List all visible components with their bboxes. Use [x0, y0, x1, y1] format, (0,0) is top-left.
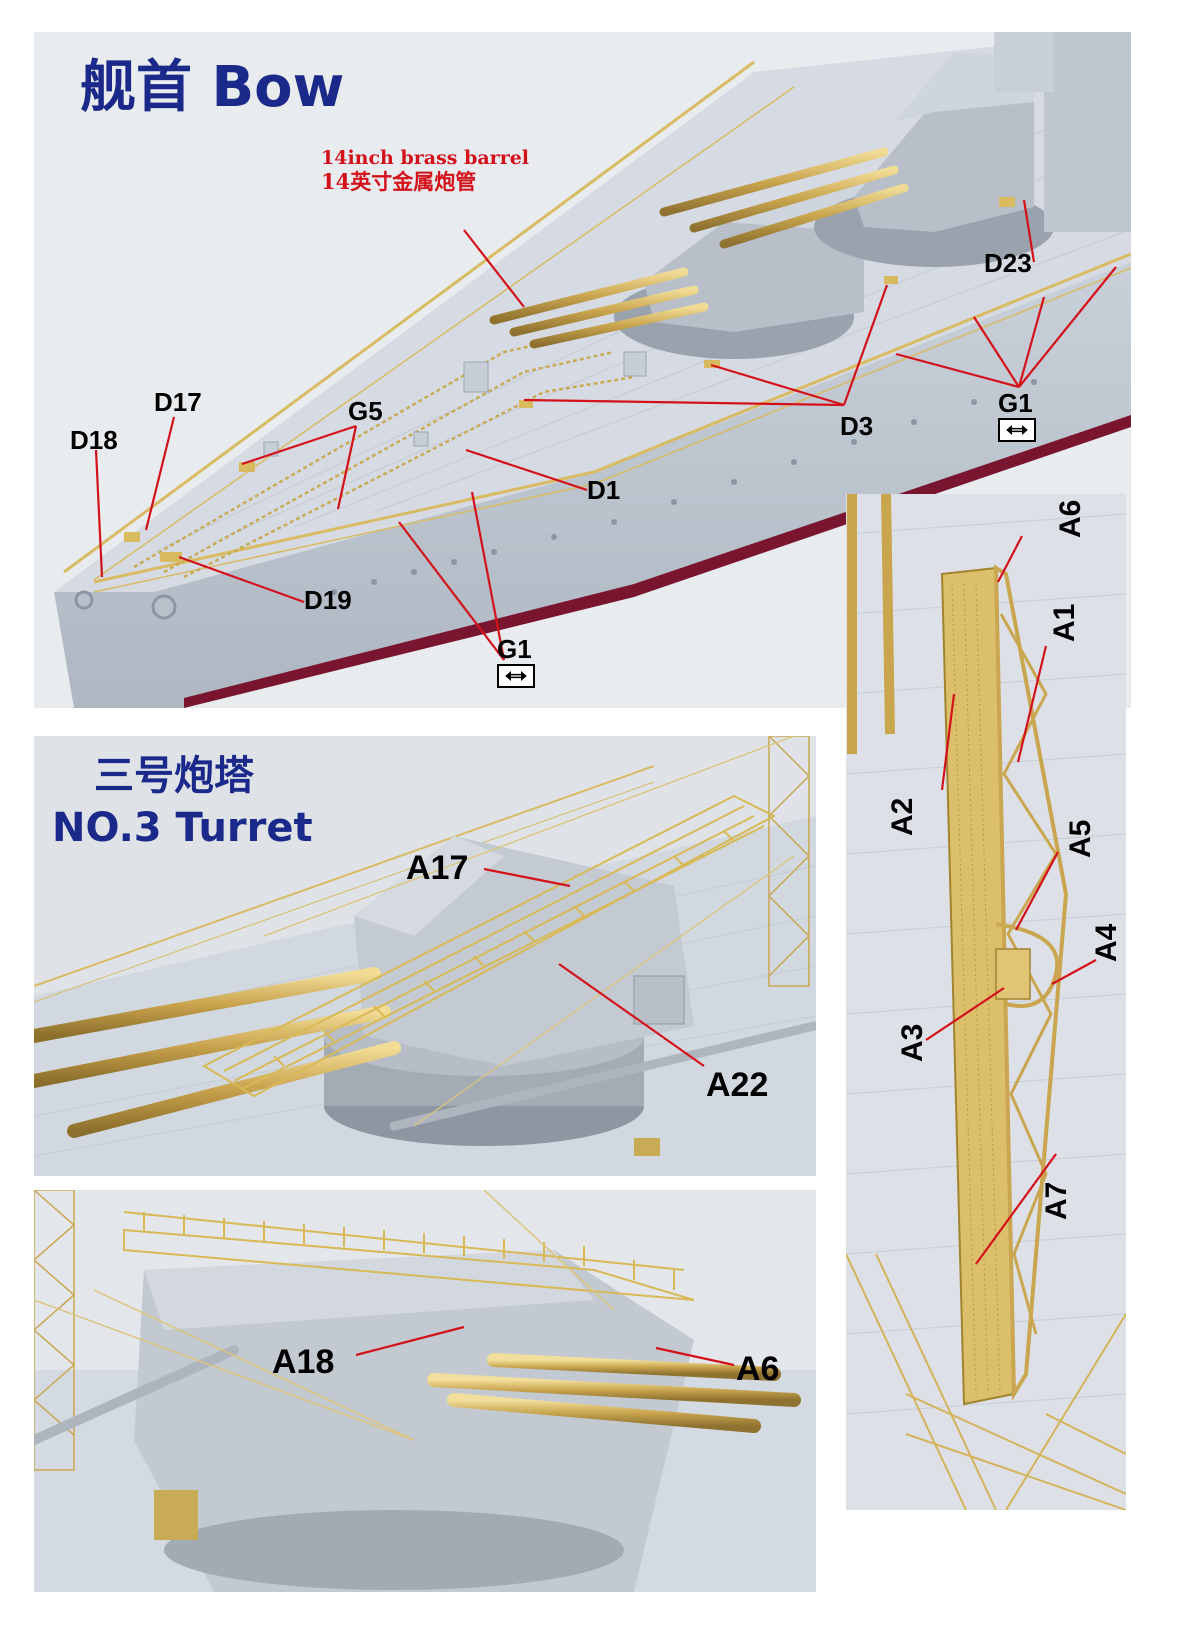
- label-a22: A22: [706, 1066, 769, 1104]
- label-d17: D17: [154, 387, 202, 417]
- bow-photo-panel: 舰首 Bow 14inch brass barrel 14英寸金属炮管 D23 …: [34, 32, 1131, 708]
- label-d1: D1: [587, 475, 621, 505]
- bow-ship-illustration: [54, 32, 1131, 708]
- turret-rear-illustration: [34, 1190, 816, 1592]
- turret-illustration: [34, 736, 816, 1176]
- barrel-note-chinese: 14英寸金属炮管: [321, 169, 477, 194]
- label-d23: D23: [984, 248, 1032, 278]
- flip-part-icon-top: [998, 418, 1036, 442]
- turret-title-english: NO.3 Turret: [52, 805, 313, 851]
- crane-photo-panel: A6 A1 A2 A5 A4 A3 A7: [846, 494, 1126, 1510]
- turret-rear-photo-panel: A18 A6: [34, 1190, 816, 1592]
- label-g5: G5: [348, 396, 383, 426]
- label-a17: A17: [406, 849, 469, 887]
- label-a4: A4: [1090, 923, 1123, 962]
- label-a1: A1: [1048, 603, 1081, 642]
- label-a7: A7: [1040, 1181, 1073, 1220]
- label-g1-bottom: G1: [497, 634, 532, 664]
- label-a5: A5: [1064, 819, 1097, 858]
- label-d18: D18: [70, 425, 118, 455]
- crane-illustration: [846, 494, 1126, 1510]
- turret-photo-panel: 三号炮塔 NO.3 Turret A17 A22: [34, 736, 816, 1176]
- label-g1-top: G1: [998, 388, 1033, 418]
- label-a18: A18: [272, 1343, 335, 1381]
- turret-title-chinese: 三号炮塔: [94, 753, 254, 799]
- barrel-note-english: 14inch brass barrel: [321, 147, 530, 169]
- flip-part-icon-bottom: [497, 664, 535, 688]
- label-d19: D19: [304, 585, 352, 615]
- label-a6-crane: A6: [1054, 499, 1087, 538]
- label-a3: A3: [896, 1023, 929, 1062]
- label-a2: A2: [886, 797, 919, 836]
- bow-title: 舰首 Bow: [80, 55, 345, 120]
- label-d3: D3: [840, 411, 874, 441]
- label-a6-rear: A6: [736, 1350, 780, 1388]
